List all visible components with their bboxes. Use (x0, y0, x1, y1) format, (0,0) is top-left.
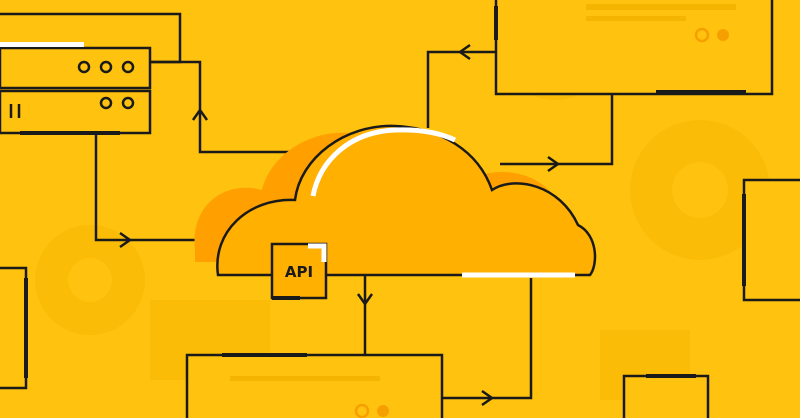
server-rack (0, 42, 152, 135)
connector-server-down (94, 133, 240, 242)
arrow-right-icon (547, 155, 561, 173)
api-label: API (285, 263, 313, 281)
arrow-right-icon (481, 389, 495, 407)
server-led-icon (121, 60, 135, 74)
side-panel-window (742, 178, 800, 302)
panel-dot-icon (354, 403, 370, 418)
bottom-right-panel (622, 374, 710, 418)
top-right-panel (494, 0, 774, 96)
server-led-icon (121, 96, 135, 110)
server-unit-2 (0, 89, 152, 135)
panel-dot-icon (377, 405, 389, 417)
right-panel (742, 178, 800, 302)
arrow-heads (119, 43, 561, 407)
left-panel (0, 266, 28, 390)
arrow-up-icon (191, 107, 209, 121)
cloud-icon (194, 124, 597, 278)
api-highlight (308, 243, 327, 262)
connector-top-panel-to-cloud (500, 94, 614, 166)
server-led-icon (99, 60, 113, 74)
cloud-highlight (310, 127, 457, 197)
left-panel-window (0, 266, 28, 390)
server-highlight (0, 42, 84, 47)
bottom-panel-window (185, 353, 444, 418)
connector-cloud-to-top-panel (426, 50, 496, 128)
server-led-icon (99, 96, 113, 110)
bottom-right-window (622, 374, 710, 418)
panel-window (494, 0, 774, 96)
connector-lines (0, 12, 614, 400)
arrow-right-icon (119, 231, 133, 249)
server-led-icon (77, 60, 91, 74)
panel-dot-icon (694, 27, 710, 43)
connector-right-down (442, 278, 533, 400)
arrow-down-icon (356, 293, 374, 307)
panel-dot-icon (717, 29, 729, 41)
server-unit-1 (0, 46, 152, 90)
arrow-left-icon (457, 43, 471, 61)
bottom-panel (185, 353, 444, 418)
api-box: API (270, 242, 328, 300)
